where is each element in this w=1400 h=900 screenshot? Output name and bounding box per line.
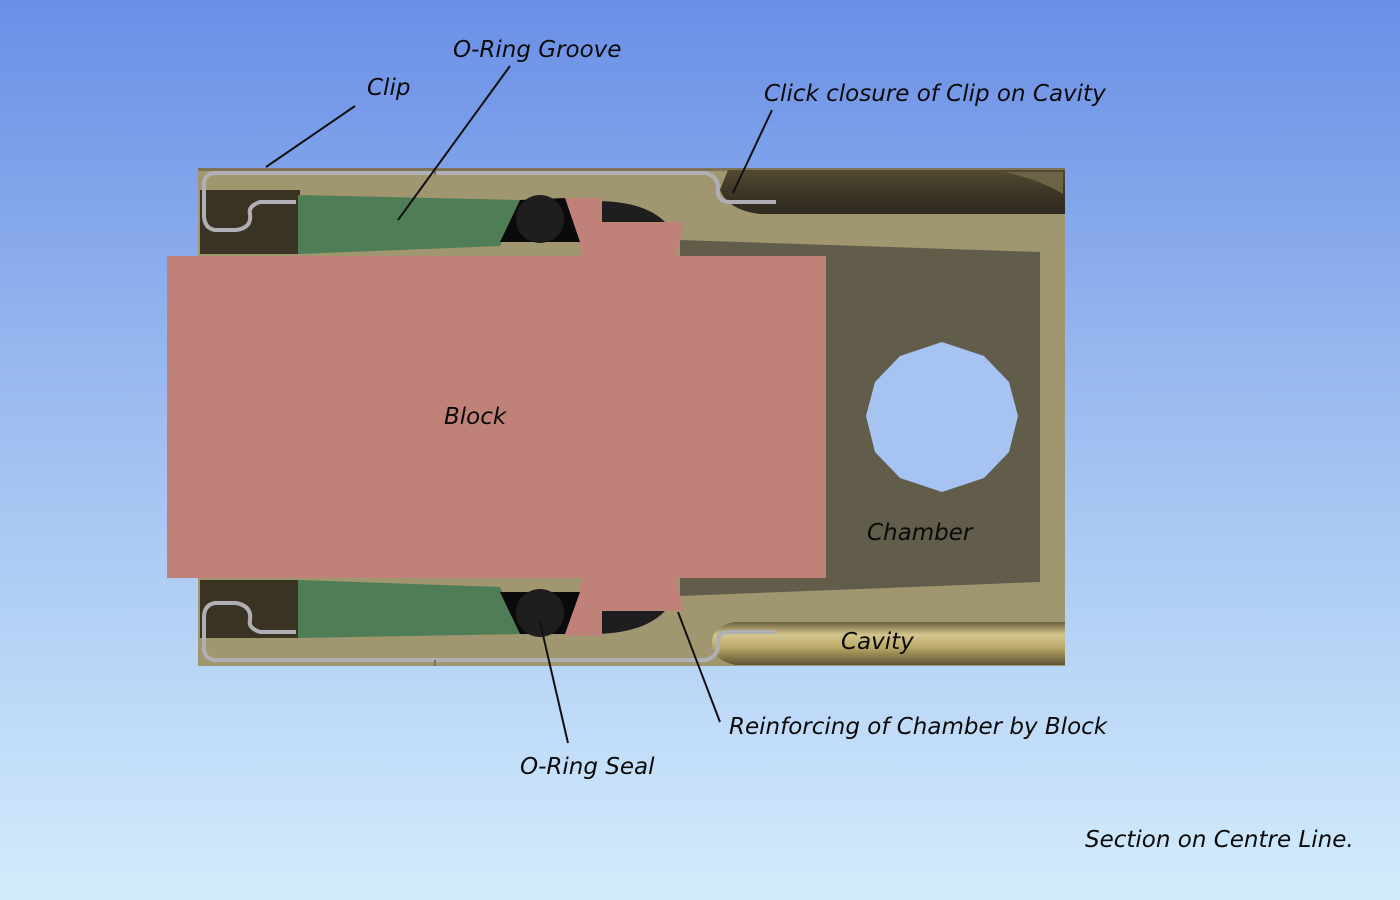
cavity-tube	[712, 622, 1065, 665]
label-cavity: Cavity	[841, 629, 914, 655]
caption: Section on Centre Line.	[1085, 827, 1354, 853]
label-o-ring-groove: O-Ring Groove	[453, 37, 621, 63]
o-ring-seal-top-ring	[516, 195, 564, 243]
leader-o-ring-groove	[397, 65, 511, 221]
o-ring-groove-top	[298, 195, 520, 254]
label-reinforcing: Reinforcing of Chamber by Block	[729, 714, 1109, 740]
o-ring-groove-bottom	[298, 580, 520, 638]
label-chamber: Chamber	[867, 520, 974, 546]
clip-bottom-curl	[201, 601, 776, 662]
chamber-hole	[866, 342, 1018, 492]
top-right-channel	[720, 170, 1065, 214]
leader-o-ring-seal	[539, 621, 569, 744]
recess-top	[600, 201, 665, 222]
block	[167, 198, 826, 636]
cavity-edge-top	[198, 168, 1065, 171]
label-o-ring-seal: O-Ring Seal	[520, 754, 655, 780]
recess-bottom	[600, 611, 665, 634]
clip	[201, 171, 776, 662]
label-clip: Clip	[367, 75, 410, 101]
o-ring-seal-bottom-ring	[516, 589, 564, 637]
label-click-closure: Click closure of Clip on Cavity	[764, 81, 1106, 107]
label-block: Block	[444, 404, 508, 430]
leader-reinforcing	[677, 611, 721, 723]
leader-clip	[265, 105, 356, 168]
leader-lines	[265, 65, 773, 744]
top-right-highlight	[1005, 172, 1063, 194]
leader-click-closure	[732, 109, 773, 194]
clip-top-curl	[201, 171, 776, 232]
